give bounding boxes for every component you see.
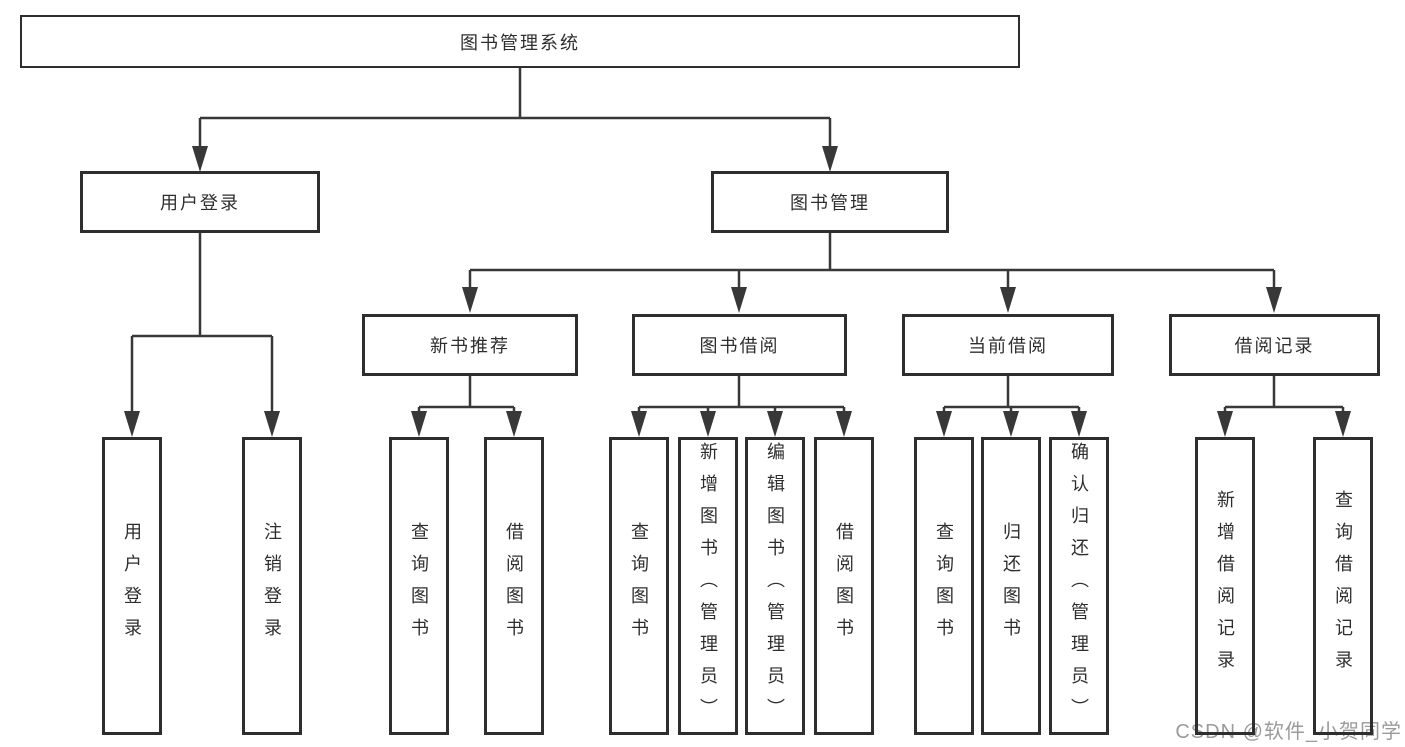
node-label: 借阅图书 — [504, 522, 524, 650]
leaf-query-books-borrowing: 查询图书 — [609, 437, 669, 735]
node-label: 用户登录 — [122, 522, 142, 650]
leaf-user-login: 用户登录 — [102, 437, 162, 735]
leaf-add-book-admin: 新增图书（管理员） — [678, 437, 738, 735]
node-label: 新增图书（管理员） — [698, 442, 718, 730]
node-label: 借阅记录 — [1234, 336, 1315, 356]
leaf-borrow-books: 借阅图书 — [814, 437, 874, 735]
node-label: 查询借阅记录 — [1333, 490, 1353, 682]
node-current-borrowing: 当前借阅 — [902, 314, 1114, 376]
node-label: 用户登录 — [160, 193, 240, 213]
leaf-confirm-return-admin: 确认归还（管理员） — [1049, 437, 1109, 735]
leaf-add-borrow-record: 新增借阅记录 — [1195, 437, 1255, 735]
node-label: 注销登录 — [262, 522, 282, 650]
node-label: 查询图书 — [934, 522, 954, 650]
node-label: 新增借阅记录 — [1215, 490, 1235, 682]
node-book-borrowing: 图书借阅 — [632, 314, 847, 376]
leaf-logout: 注销登录 — [242, 437, 302, 735]
node-label: 新书推荐 — [430, 336, 510, 356]
node-label: 编辑图书（管理员） — [765, 442, 785, 730]
node-label: 确认归还（管理员） — [1069, 442, 1089, 730]
node-new-book-recommend: 新书推荐 — [362, 314, 578, 376]
node-label: 借阅图书 — [834, 522, 854, 650]
leaf-query-books-current: 查询图书 — [914, 437, 974, 735]
connector-arrowheads — [124, 146, 1351, 437]
node-label: 图书管理 — [790, 193, 870, 213]
node-label: 查询图书 — [629, 522, 649, 650]
leaf-return-books: 归还图书 — [981, 437, 1041, 735]
leaf-edit-book-admin: 编辑图书（管理员） — [745, 437, 805, 735]
csdn-watermark: CSDN @软件_小贺同学 — [1175, 721, 1402, 743]
leaf-query-books-recommend: 查询图书 — [389, 437, 449, 735]
node-label: 归还图书 — [1001, 522, 1021, 650]
connector-paths — [130, 68, 1345, 412]
node-label: 图书借阅 — [699, 336, 780, 356]
node-label: 查询图书 — [409, 522, 429, 650]
node-label: 当前借阅 — [968, 336, 1048, 356]
node-borrowing-records: 借阅记录 — [1169, 314, 1380, 376]
leaf-query-borrow-record: 查询借阅记录 — [1313, 437, 1373, 735]
node-label: 图书管理系统 — [460, 32, 580, 53]
node-library-management-system: 图书管理系统 — [20, 15, 1020, 68]
node-book-management: 图书管理 — [711, 171, 949, 233]
leaf-borrow-books-recommend: 借阅图书 — [484, 437, 544, 735]
node-user-login: 用户登录 — [80, 171, 320, 233]
